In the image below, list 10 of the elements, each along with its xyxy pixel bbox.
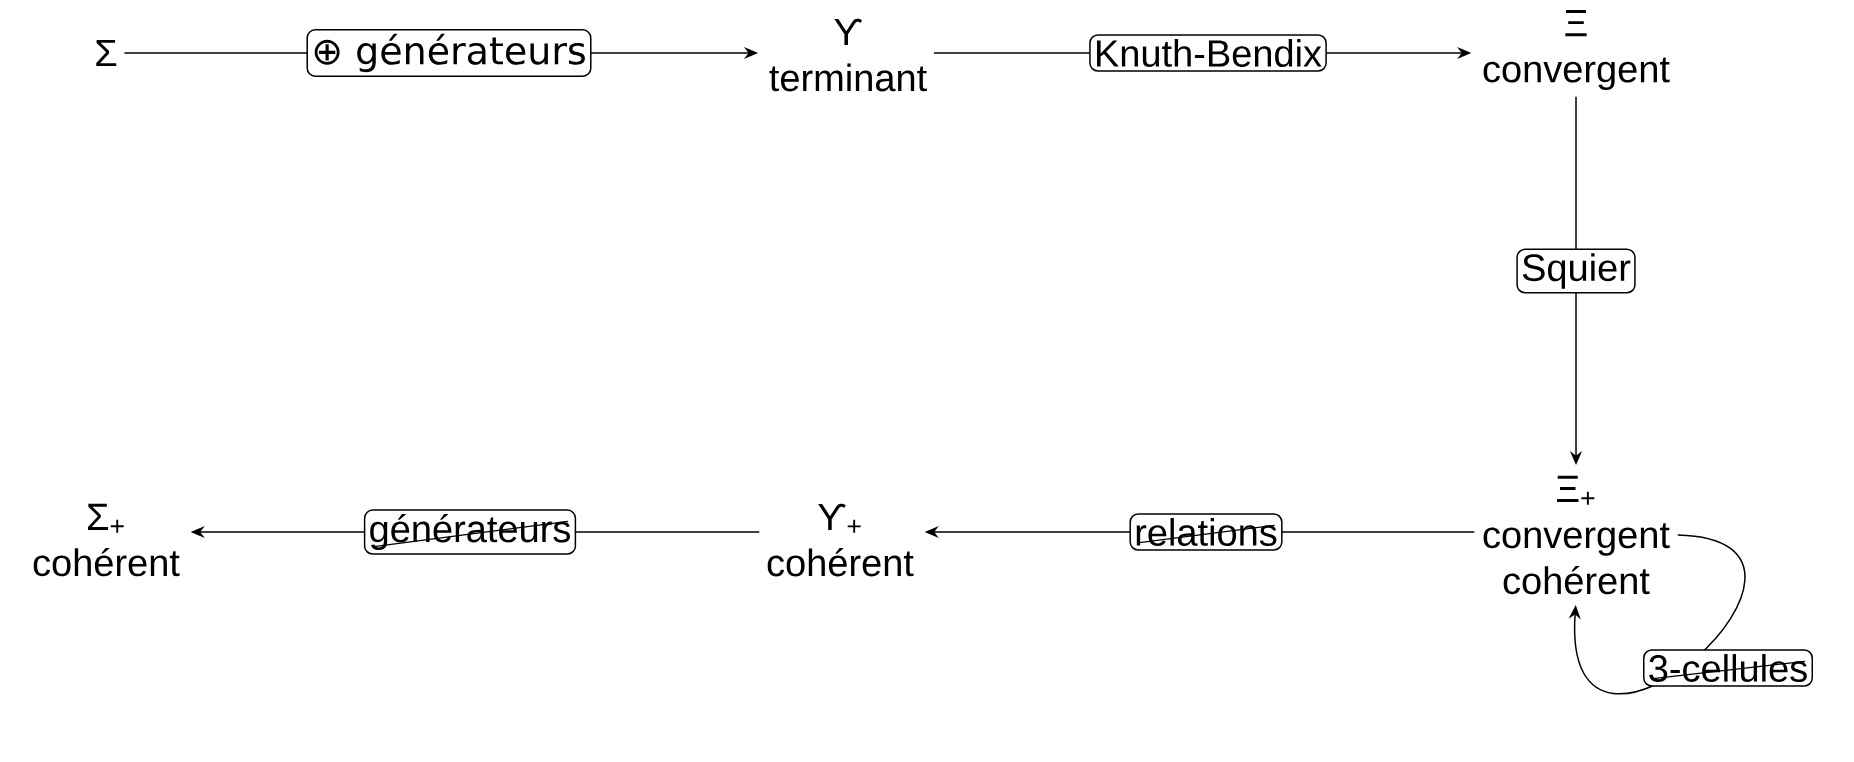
edge-label: Squier	[1516, 248, 1636, 294]
node-label: Σ$_{+}$ cohérent	[33, 503, 180, 577]
node-label: ϒ terminant	[769, 18, 927, 92]
node-label: ϒ$_{+}$ cohérent	[767, 503, 914, 577]
node-label: Σ	[96, 39, 117, 67]
arrow	[1568, 534, 1746, 695]
node-label: Ξ$_{+}$ convergent cohérent	[1483, 475, 1670, 595]
edge-label: Knuth-Bendix	[1089, 34, 1327, 72]
edge-label: ⊕ générateurs	[306, 29, 592, 77]
node-label: Ξ convergent	[1483, 10, 1670, 90]
